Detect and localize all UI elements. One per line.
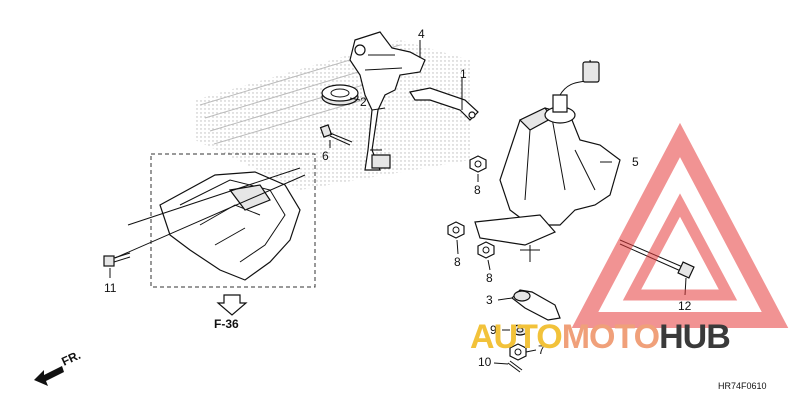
callout-3: 3 xyxy=(486,293,493,307)
callout-12: 12 xyxy=(678,299,692,313)
callout-5: 5 xyxy=(632,155,639,169)
direction-label: FR. xyxy=(59,348,82,369)
watermark-moto: MOTO xyxy=(562,318,660,356)
watermark-auto: AUTO xyxy=(470,318,562,356)
bolt-6 xyxy=(319,124,353,146)
callout-7: 7 xyxy=(538,343,545,357)
clip-bracket xyxy=(409,87,479,121)
nut-8-c xyxy=(477,241,495,259)
callout-10: 10 xyxy=(478,355,492,369)
callout-8-b: 8 xyxy=(454,255,461,269)
leader-lines xyxy=(109,40,687,365)
callout-2: 2 xyxy=(360,95,367,109)
callout-8-a: 8 xyxy=(474,183,481,197)
callout-6: 6 xyxy=(322,149,329,163)
eps-motor-unit xyxy=(474,59,621,262)
nut-8-a xyxy=(469,155,487,173)
callout-9: 9 xyxy=(490,323,497,337)
bolt-11 xyxy=(103,252,131,267)
callout-1: 1 xyxy=(460,67,467,81)
bearing-ring xyxy=(321,84,359,106)
watermark-triangle xyxy=(571,122,789,328)
callout-11: 11 xyxy=(104,281,117,295)
reference-arrow xyxy=(216,294,248,316)
washer-9 xyxy=(511,324,529,336)
callout-8-c: 8 xyxy=(486,271,493,285)
watermark-text: AUTOMOTOHUB xyxy=(470,318,730,356)
frame-detail-box xyxy=(114,153,316,288)
reference-label: F-36 xyxy=(214,317,239,331)
frame-background xyxy=(195,40,470,190)
callout-4: 4 xyxy=(418,27,425,41)
nut-7 xyxy=(509,343,527,361)
nut-8-b xyxy=(447,221,465,239)
pitman-arm xyxy=(511,289,561,321)
direction-arrow xyxy=(34,366,64,386)
cotter-pin-10 xyxy=(507,360,523,373)
steering-shaft xyxy=(349,31,426,171)
diagram-code: HR74F0610 xyxy=(718,381,767,391)
watermark-hub: HUB xyxy=(659,318,730,356)
